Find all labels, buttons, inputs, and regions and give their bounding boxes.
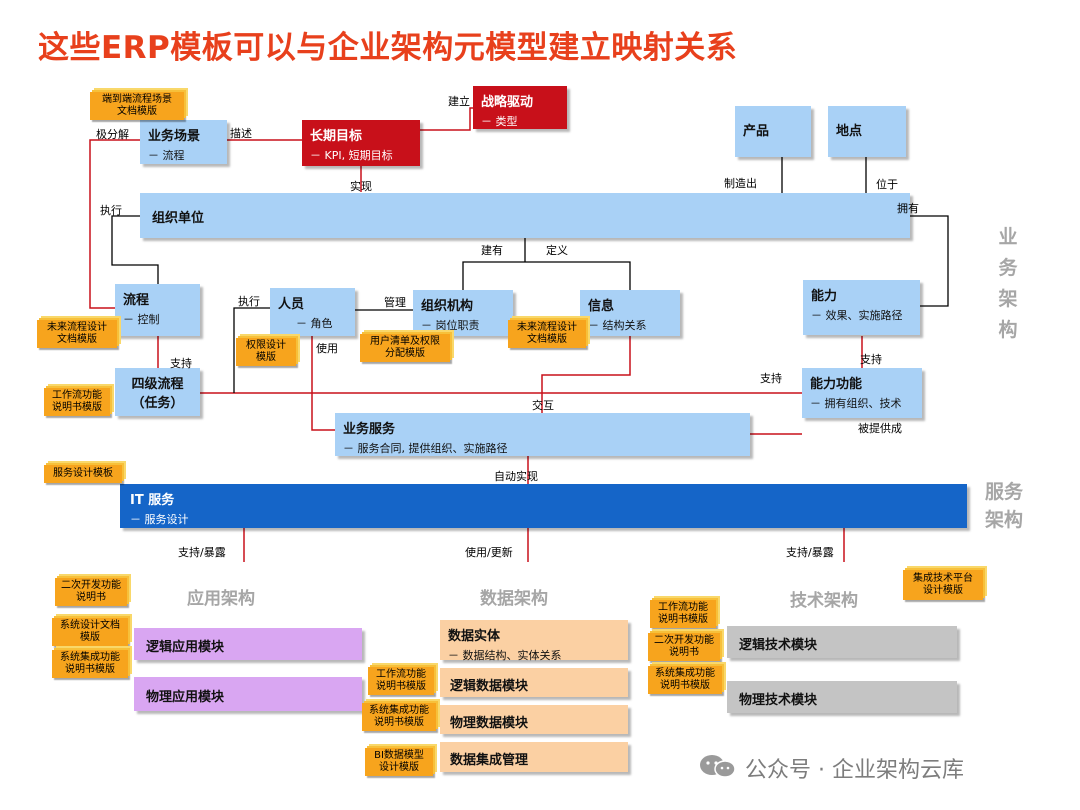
logic-tech-module-box[interactable]: 逻辑技术模块	[727, 626, 957, 658]
it-service-box[interactable]: IT 服务 － 服务设计	[120, 484, 967, 528]
business-scene-box[interactable]: 业务场景 － 流程	[140, 120, 227, 164]
doc-bi-data-model[interactable]: BI数据模型设计模版	[365, 748, 433, 776]
page-title: 这些ERP模板可以与企业架构元模型建立映射关系	[38, 30, 738, 66]
doc-workflow-spec-1[interactable]: 工作流功能说明书模版	[44, 388, 110, 416]
capability-box[interactable]: 能力 － 效果、实施路径	[803, 280, 920, 335]
section-tech-arch: 技术架构	[790, 591, 858, 611]
label-define: 定义	[546, 244, 568, 257]
doc-system-integration-2[interactable]: 系统集成功能说明书模版	[362, 703, 436, 731]
label-decompose: 极分解	[96, 128, 129, 141]
label-support-expose-1: 支持/暴露	[178, 546, 226, 559]
logic-data-module-box[interactable]: 逻辑数据模块	[440, 668, 628, 697]
level4-process-box[interactable]: 四级流程 （任务）	[115, 368, 200, 416]
org-structure-box[interactable]: 组织机构 － 岗位职责	[413, 290, 513, 336]
doc-permission-design[interactable]: 权限设计模版	[236, 338, 296, 366]
doc-secondary-dev-1[interactable]: 二次开发功能说明书	[55, 578, 127, 606]
label-manufacture: 制造出	[724, 177, 757, 190]
label-describe: 描述	[230, 127, 252, 140]
doc-system-integration-1[interactable]: 系统集成功能说明书模版	[52, 650, 128, 678]
line-person-exec	[233, 307, 270, 393]
doc-future-process-1[interactable]: 未来流程设计文档模版	[37, 320, 117, 348]
label-support-expose-2: 支持/暴露	[786, 546, 834, 559]
label-construct: 建有	[481, 244, 503, 257]
label-execute-1: 执行	[100, 204, 122, 217]
label-located: 位于	[876, 178, 898, 191]
information-box[interactable]: 信息 － 结构关系	[580, 290, 680, 336]
label-interact: 交互	[532, 399, 554, 412]
person-box[interactable]: 人员 － 角色	[270, 288, 355, 336]
line-goal-strategy	[420, 107, 473, 131]
line-org-struct-info	[462, 261, 631, 290]
doc-secondary-dev-2[interactable]: 二次开发功能说明书	[648, 633, 720, 661]
label-provided-by: 被提供成	[858, 422, 902, 435]
label-realize: 实现	[350, 180, 372, 193]
label-auto-realize: 自动实现	[494, 470, 538, 483]
section-data-arch: 数据架构	[480, 589, 548, 609]
line-info	[541, 336, 631, 393]
process-box[interactable]: 流程 － 控制	[115, 284, 200, 336]
doc-user-permission[interactable]: 用户清单及权限分配模版	[360, 334, 450, 362]
label-own: 拥有	[897, 202, 919, 215]
doc-workflow-spec-2[interactable]: 工作流功能说明书模版	[368, 667, 434, 695]
physical-app-module-box[interactable]: 物理应用模块	[134, 677, 362, 711]
long-term-goal-box[interactable]: 长期目标 － KPI, 短期目标	[302, 120, 420, 166]
strategy-driver-box[interactable]: 战略驱动 － 类型	[473, 86, 567, 129]
label-support-1: 支持	[170, 357, 192, 370]
physical-data-module-box[interactable]: 物理数据模块	[440, 705, 628, 734]
doc-future-process-2[interactable]: 未来流程设计文档模版	[508, 320, 586, 348]
line-scene-process	[89, 139, 140, 309]
doc-system-integration-3[interactable]: 系统集成功能说明书模版	[648, 666, 722, 694]
org-unit-box[interactable]: 组织单位	[140, 193, 910, 238]
physical-tech-module-box[interactable]: 物理技术模块	[727, 681, 957, 713]
logic-app-module-box[interactable]: 逻辑应用模块	[134, 628, 362, 660]
doc-service-design[interactable]: 服务设计模板	[44, 465, 122, 483]
label-manage: 管理	[384, 296, 406, 309]
line-org-process	[111, 215, 159, 284]
doc-e2e-process-scene[interactable]: 端到端流程场景文档模版	[90, 92, 184, 120]
capability-function-box[interactable]: 能力功能 － 拥有组织、技术	[802, 368, 922, 418]
label-use: 使用	[316, 342, 338, 355]
doc-workflow-spec-3[interactable]: 工作流功能说明书模版	[650, 600, 716, 628]
doc-system-design[interactable]: 系统设计文档模版	[52, 618, 128, 646]
label-use-update: 使用/更新	[465, 546, 513, 559]
location-box[interactable]: 地点	[828, 106, 906, 157]
wechat-icon	[700, 755, 736, 778]
section-app-arch: 应用架构	[187, 589, 255, 609]
data-entity-box[interactable]: 数据实体 － 数据结构、实体关系	[440, 620, 628, 662]
label-build: 建立	[448, 95, 470, 108]
watermark-text: 公众号 · 企业架构云库	[745, 758, 964, 783]
label-support-2: 支持	[760, 372, 782, 385]
product-box[interactable]: 产品	[735, 106, 811, 157]
business-service-box[interactable]: 业务服务 － 服务合同, 提供组织、实施路径	[335, 413, 750, 456]
label-execute-2: 执行	[238, 295, 260, 308]
label-support-3: 支持	[860, 353, 882, 366]
data-integration-box[interactable]: 数据集成管理	[440, 742, 628, 772]
section-service-arch: 服务 架构	[985, 481, 1024, 531]
section-business-arch: 业 务 架 构	[998, 226, 1018, 341]
line-person-service	[311, 336, 335, 431]
line-org-capability	[910, 215, 949, 307]
doc-integration-platform[interactable]: 集成技术平台设计模版	[903, 570, 983, 600]
